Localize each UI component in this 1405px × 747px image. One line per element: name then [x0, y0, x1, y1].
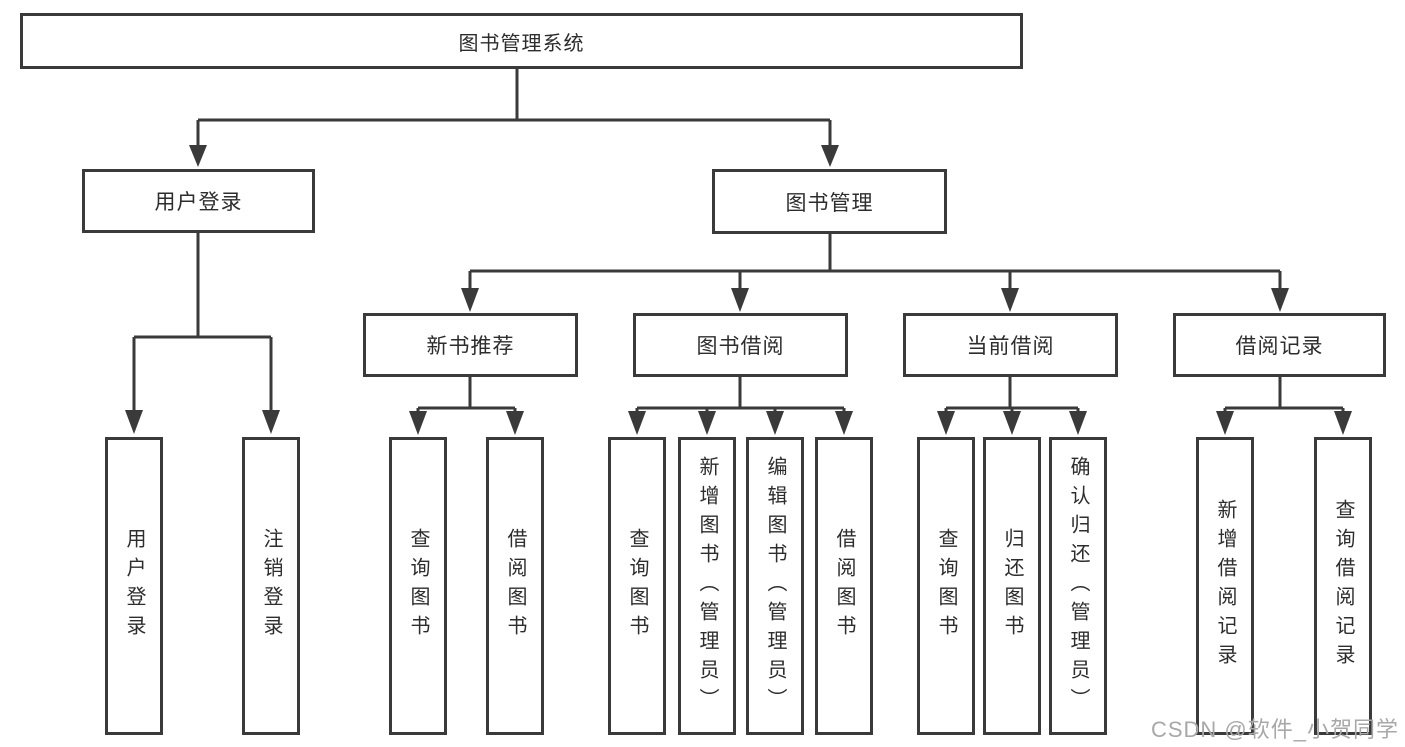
- node-system-root: 图书管理系统: [20, 13, 1023, 69]
- node-label: 用户登录: [123, 528, 145, 644]
- node-label: 注销登录: [260, 528, 282, 644]
- node-label: 图书借阅: [696, 335, 785, 358]
- node-book-borrowing: 图书借阅: [633, 313, 848, 377]
- node-label: 查询图书: [407, 528, 429, 644]
- node-label: 归还图书: [1001, 528, 1023, 644]
- node-new-book-recommend: 新书推荐: [363, 313, 578, 377]
- edge-user-login-to-children: [125, 233, 280, 434]
- leaf-edit-books-admin: 编辑图书（管理员）: [746, 437, 804, 735]
- node-label: 图书管理: [785, 191, 874, 215]
- node-label: 查询图书: [626, 528, 648, 644]
- node-label: 借阅图书: [833, 528, 855, 644]
- leaf-add-books-admin: 新增图书（管理员）: [678, 437, 736, 735]
- node-label: 借阅记录: [1235, 335, 1324, 358]
- leaf-confirm-return-admin: 确认归还（管理员）: [1049, 437, 1107, 735]
- edge-borrow-records-to-children: [1216, 377, 1352, 435]
- leaf-query-borrow-record: 查询借阅记录: [1314, 437, 1372, 735]
- node-label: 确认归还（管理员）: [1067, 455, 1089, 717]
- edge-book-borrow-to-children: [628, 377, 853, 435]
- node-label: 借阅图书: [504, 528, 526, 644]
- node-label: 编辑图书（管理员）: [764, 455, 786, 717]
- edge-new-book-to-children: [409, 377, 524, 435]
- leaf-query-books-current: 查询图书: [917, 437, 975, 735]
- node-label: 新增图书（管理员）: [696, 455, 718, 717]
- node-user-login: 用户登录: [82, 169, 315, 233]
- node-book-management: 图书管理: [712, 169, 947, 234]
- leaf-query-books-borrowing: 查询图书: [608, 437, 666, 735]
- leaf-return-books: 归还图书: [983, 437, 1041, 735]
- node-label: 图书管理系统: [458, 32, 585, 55]
- edge-current-borrow-to-children: [937, 377, 1087, 435]
- node-label: 查询图书: [935, 528, 957, 644]
- node-label: 查询借阅记录: [1332, 499, 1354, 673]
- leaf-borrow-books-recommend: 借阅图书: [486, 437, 544, 735]
- node-label: 新书推荐: [426, 335, 515, 358]
- leaf-query-books-recommend: 查询图书: [389, 437, 447, 735]
- edge-root-to-level2: [189, 69, 839, 167]
- node-borrowing-records: 借阅记录: [1173, 313, 1386, 377]
- leaf-borrow-books: 借阅图书: [815, 437, 873, 735]
- leaf-add-borrow-record: 新增借阅记录: [1196, 437, 1254, 735]
- edge-book-mgmt-to-sections: [461, 234, 1289, 312]
- node-current-borrowing: 当前借阅: [903, 313, 1118, 377]
- node-label: 当前借阅: [966, 335, 1055, 358]
- node-label: 用户登录: [154, 191, 243, 214]
- csdn-watermark: CSDN @软件_小贺同学: [1150, 717, 1399, 742]
- node-label: 新增借阅记录: [1214, 499, 1236, 673]
- leaf-user-login: 用户登录: [105, 437, 163, 735]
- leaf-logout: 注销登录: [242, 437, 300, 735]
